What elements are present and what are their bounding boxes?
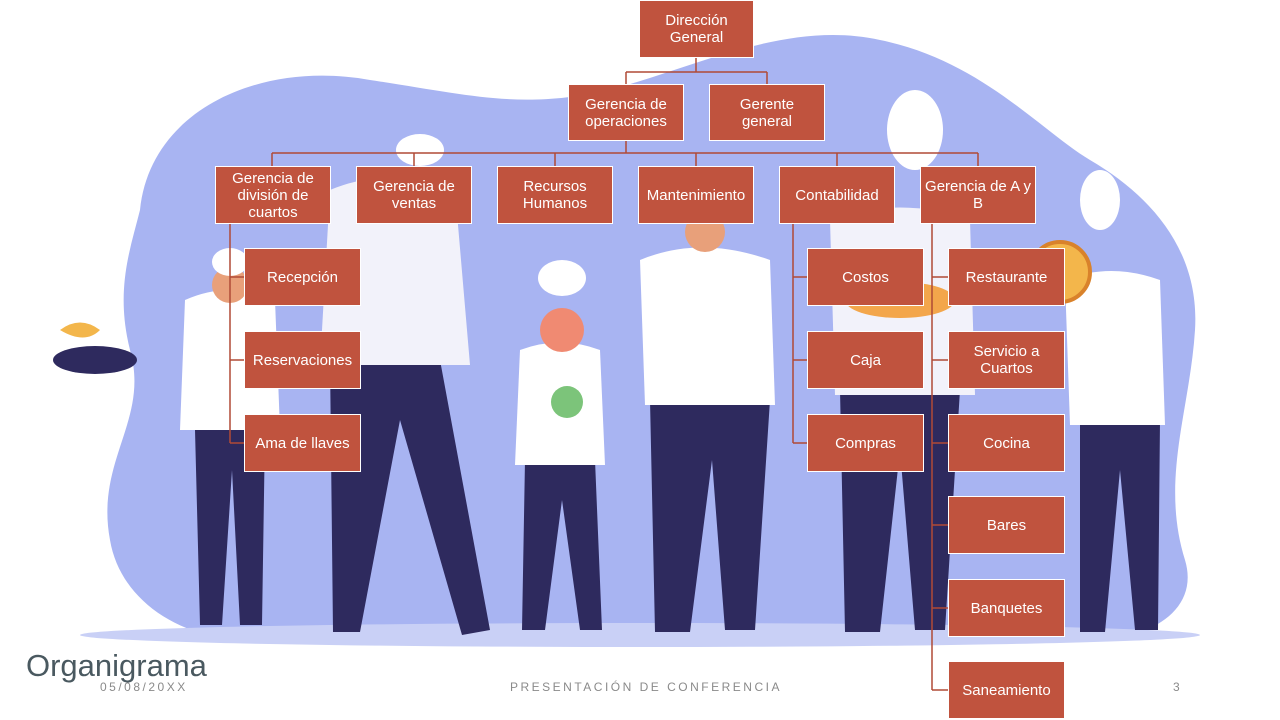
chef-figure-4 bbox=[640, 212, 775, 632]
node-banquetes: Banquetes bbox=[948, 579, 1065, 637]
node-gerencia-ayb: Gerencia de A y B bbox=[920, 166, 1036, 224]
node-restaurante: Restaurante bbox=[948, 248, 1065, 306]
node-servicio-cuartos: Servicio a Cuartos bbox=[948, 331, 1065, 389]
node-ama-de-llaves: Ama de llaves bbox=[244, 414, 361, 472]
node-costos: Costos bbox=[807, 248, 924, 306]
footer-presentation-title: PRESENTACIÓN DE CONFERENCIA bbox=[510, 680, 782, 694]
node-gerencia-operaciones: Gerencia de operaciones bbox=[568, 84, 684, 141]
node-gerente-general: Gerente general bbox=[709, 84, 825, 141]
chef-figure-6 bbox=[1028, 170, 1165, 632]
page-number: 3 bbox=[1173, 680, 1180, 694]
slide-title: Organigrama bbox=[26, 648, 207, 683]
node-recursos-humanos: Recursos Humanos bbox=[497, 166, 613, 224]
node-saneamiento: Saneamiento bbox=[948, 661, 1065, 719]
node-direccion-general: Dirección General bbox=[639, 0, 754, 58]
node-compras: Compras bbox=[807, 414, 924, 472]
node-gerencia-division-cuartos: Gerencia de división de cuartos bbox=[215, 166, 331, 224]
node-caja: Caja bbox=[807, 331, 924, 389]
node-recepcion: Recepción bbox=[244, 248, 361, 306]
chef-figure-2 bbox=[320, 134, 490, 635]
footer-date: 05/08/20XX bbox=[100, 680, 188, 694]
node-bares: Bares bbox=[948, 496, 1065, 554]
node-reservaciones: Reservaciones bbox=[244, 331, 361, 389]
node-contabilidad: Contabilidad bbox=[779, 166, 895, 224]
node-mantenimiento: Mantenimiento bbox=[638, 166, 754, 224]
node-gerencia-ventas: Gerencia de ventas bbox=[356, 166, 472, 224]
node-cocina: Cocina bbox=[948, 414, 1065, 472]
chef-figure-3 bbox=[515, 260, 605, 630]
chef-figure-1 bbox=[53, 248, 280, 625]
